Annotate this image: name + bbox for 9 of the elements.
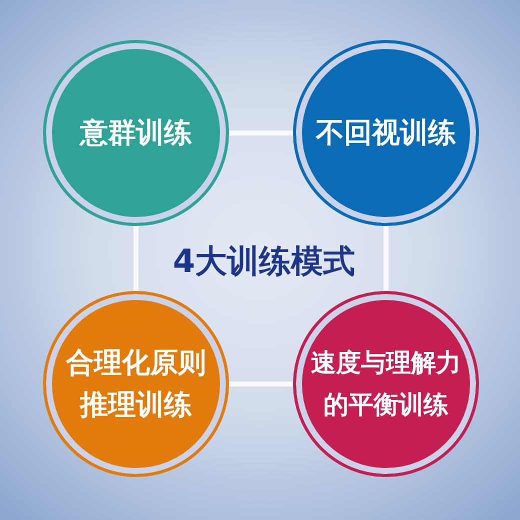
connector-line (229, 130, 293, 136)
connector-line (229, 382, 293, 386)
connector-line (134, 226, 138, 291)
node-label: 意群训练 (80, 115, 192, 151)
connector-line (384, 226, 388, 291)
title: 4大训练模式 (172, 243, 356, 279)
node-label: 不回视训练 (316, 115, 456, 151)
node-label: 速度与理解力的平衡训练 (310, 347, 462, 421)
node-label: 合理化原则推理训练 (64, 345, 207, 423)
